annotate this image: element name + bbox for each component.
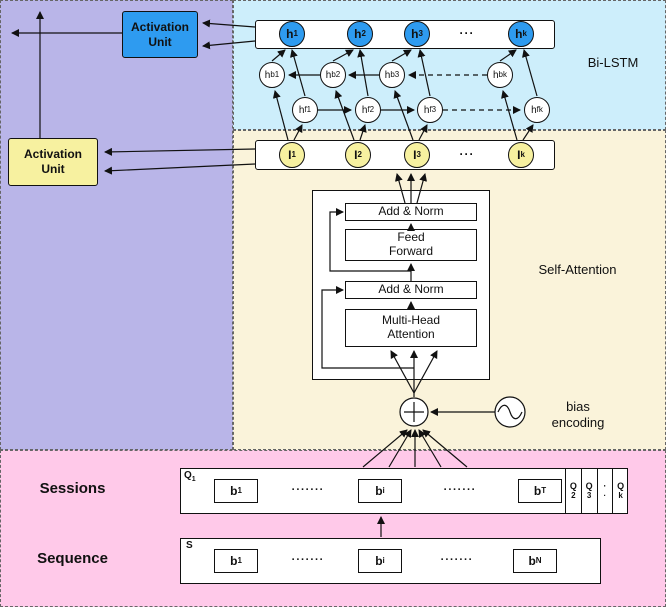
bias-encoding-label: bias encoding (551, 399, 605, 431)
sessions-ellipsis-2: ······· (443, 484, 477, 496)
sequence-corner-label: S (186, 540, 193, 551)
add-norm-bottom-box: Add & Norm (345, 281, 477, 299)
i-row-ellipsis: ··· (459, 147, 475, 161)
sessions-corner-label: Q1 (184, 470, 196, 483)
sequence-ellipsis-1: ······· (291, 554, 325, 566)
bilstm-label: Bi-LSTM (587, 55, 639, 70)
sequence-label: Sequence (37, 550, 108, 567)
feed-forward-box: Feed Forward (345, 229, 477, 261)
sessions-label: Sessions (39, 480, 106, 497)
sequence-ellipsis-2: ······· (440, 554, 474, 566)
activation-unit-top: Activation Unit (122, 11, 198, 58)
self-attention-label: Self-Attention (538, 262, 617, 277)
activation-units-region (0, 0, 233, 450)
activation-unit-left: Activation Unit (8, 138, 98, 186)
multi-head-attention-box: Multi-Head Attention (345, 309, 477, 347)
h-row-ellipsis: ··· (459, 26, 475, 40)
add-norm-top-box: Add & Norm (345, 203, 477, 221)
sessions-ellipsis-1: ······· (291, 484, 325, 496)
sessions-col-dots: ·· (596, 468, 613, 514)
